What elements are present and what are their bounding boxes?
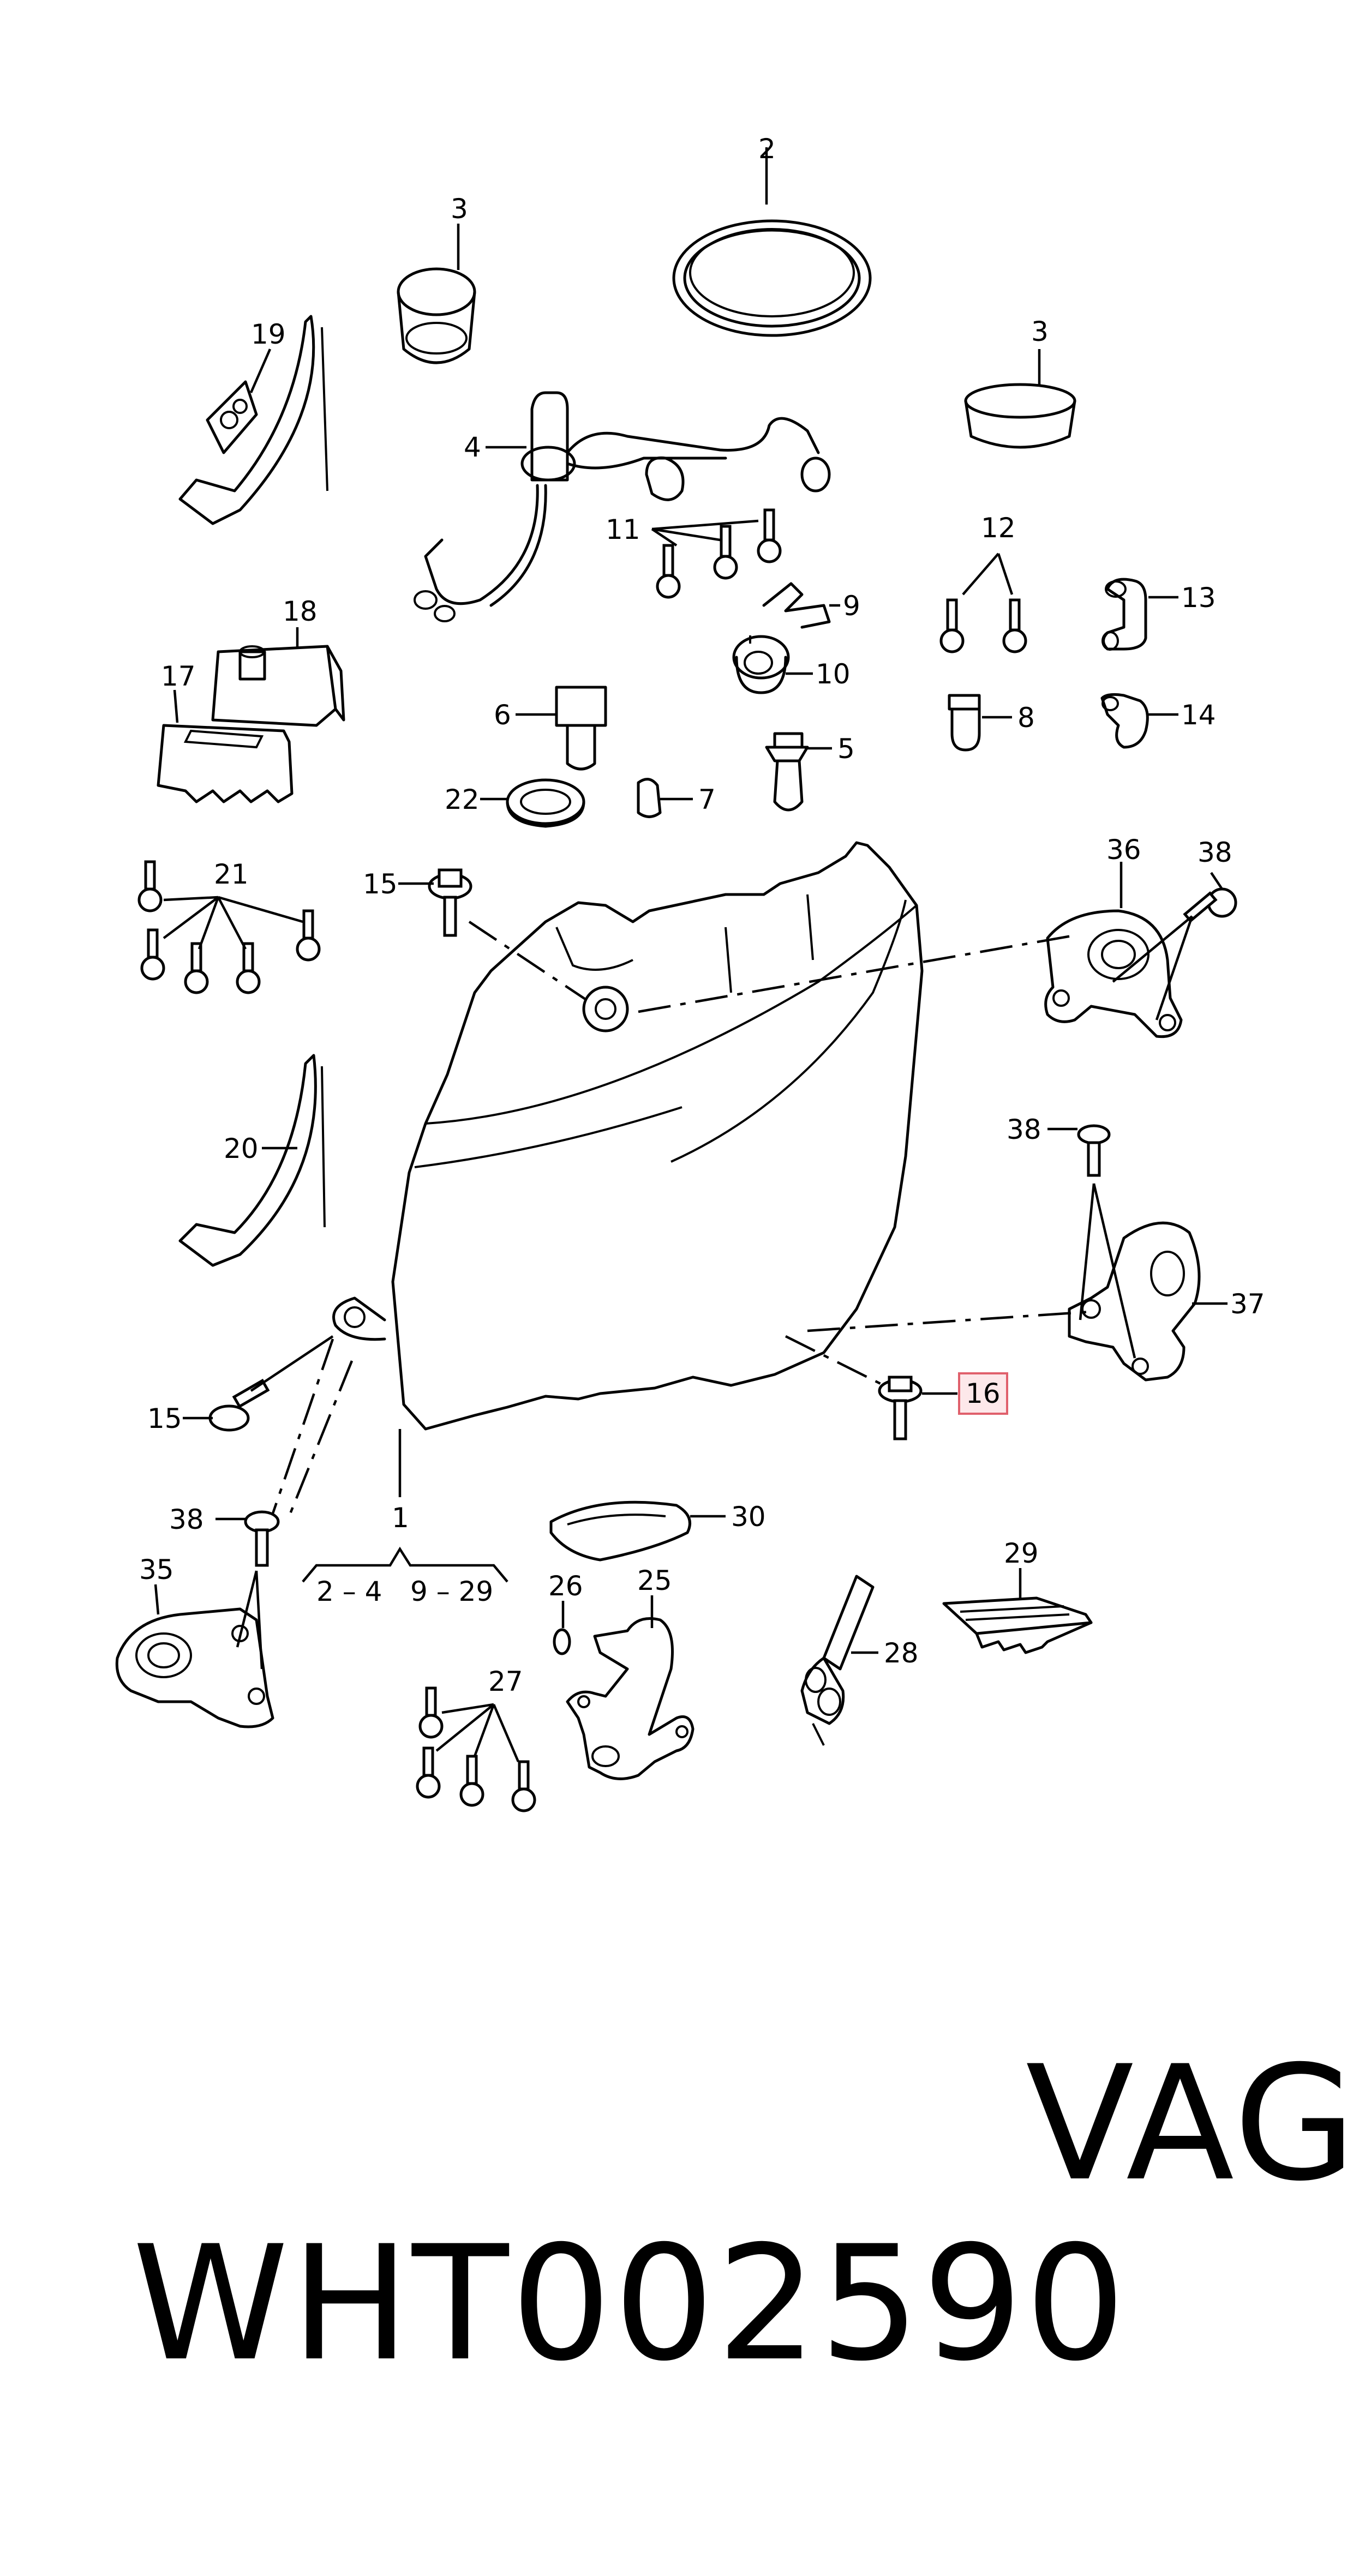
label-4: 4 <box>464 431 481 463</box>
part-7-small-lamp <box>637 778 662 818</box>
exploded-parts-diagram: 2 3 3 19 4 <box>115 133 1265 1812</box>
part-26-o-ring <box>553 1628 571 1655</box>
label-38-mid-right: 38 <box>1007 1114 1041 1145</box>
label-26: 26 <box>548 1570 583 1602</box>
label-13: 13 <box>1181 582 1216 614</box>
part-20-mounting-strip <box>178 1054 326 1267</box>
brand-name: VAG <box>1026 2032 1358 2216</box>
label-6: 6 <box>494 699 511 731</box>
part-27-screw-set <box>416 1686 536 1812</box>
label-3-right: 3 <box>1031 316 1049 347</box>
part-number: WHT002590 <box>132 2212 1128 2396</box>
part-22-retaining-ring <box>506 778 585 828</box>
label-38-upper-right: 38 <box>1198 837 1232 868</box>
label-17: 17 <box>161 660 196 692</box>
part-19-mounting-strip <box>178 315 328 525</box>
part-10-bulb-base <box>732 635 790 694</box>
part-6-lamp-holder <box>555 686 607 771</box>
label-30: 30 <box>731 1501 766 1533</box>
label-2: 2 <box>758 133 776 165</box>
part-30-cover-cap <box>549 1500 691 1562</box>
part-5-h7-bulb <box>765 732 809 812</box>
highlight-box-16 <box>958 1372 1008 1415</box>
part-2-seal-ring <box>672 219 872 337</box>
part-38-screw-lower-left <box>244 1510 280 1567</box>
label-37: 37 <box>1230 1288 1265 1320</box>
label-14: 14 <box>1181 699 1216 731</box>
part-8-bulb <box>948 694 981 752</box>
part-38-screw-upper-right <box>1183 887 1237 923</box>
label-12: 12 <box>981 512 1016 544</box>
label-22: 22 <box>445 784 480 815</box>
label-19: 19 <box>251 319 286 350</box>
part-13-elbow-hose <box>1101 578 1147 651</box>
label-15-lower: 15 <box>147 1403 182 1434</box>
label-3-left: 3 <box>451 193 468 225</box>
part-18-control-unit <box>211 645 345 727</box>
part-15-bolt-upper <box>428 868 472 937</box>
label-1: 1 <box>392 1502 409 1534</box>
part-37-adjuster-bracket <box>1068 1221 1201 1382</box>
label-18: 18 <box>283 596 318 627</box>
label-15-upper: 15 <box>363 868 398 900</box>
part-28-nozzle-assembly <box>800 1575 875 1746</box>
label-36: 36 <box>1106 834 1141 866</box>
part-25-washer-nozzle <box>566 1617 695 1780</box>
label-38-lower-left: 38 <box>169 1504 204 1535</box>
part-14-hose-piece <box>1100 693 1149 749</box>
part-11-screws <box>656 508 782 599</box>
part-3-ring-right <box>964 383 1076 449</box>
part-12-screws <box>939 598 1027 653</box>
caption: WHT002590 VAG <box>27 2034 1356 2394</box>
label-9: 9 <box>843 590 860 622</box>
label-11: 11 <box>606 514 640 545</box>
part-35-bracket <box>115 1607 274 1728</box>
label-25: 25 <box>637 1565 672 1596</box>
part-21-screw-set <box>137 860 321 994</box>
label-7: 7 <box>698 784 716 815</box>
label-5: 5 <box>837 733 855 765</box>
part-17-mounting-plate <box>157 724 294 803</box>
part-16-bolt <box>878 1376 923 1440</box>
label-10: 10 <box>816 658 851 690</box>
label-range-2-4: 2 – 4 <box>316 1576 382 1607</box>
part-15-bolt-lower <box>208 1378 270 1432</box>
part-29-cover-grille <box>942 1596 1093 1654</box>
label-range-9-29: 9 – 29 <box>410 1576 493 1607</box>
label-16: 16 <box>966 1378 1001 1409</box>
label-29: 29 <box>1004 1538 1039 1569</box>
label-28: 28 <box>884 1637 919 1669</box>
label-20: 20 <box>224 1133 259 1164</box>
part-3-ring-left <box>397 267 476 364</box>
label-27: 27 <box>488 1666 523 1697</box>
part-1-headlight-housing <box>332 841 924 1431</box>
part-9-spring-clip <box>762 582 831 629</box>
label-21: 21 <box>214 858 249 890</box>
label-8: 8 <box>1017 702 1035 734</box>
part-36-mounting-bracket <box>1044 909 1183 1038</box>
label-35: 35 <box>139 1554 174 1586</box>
part-4-bulb-socket-harness <box>414 391 831 622</box>
part-38-screw-mid-right <box>1077 1124 1111 1177</box>
